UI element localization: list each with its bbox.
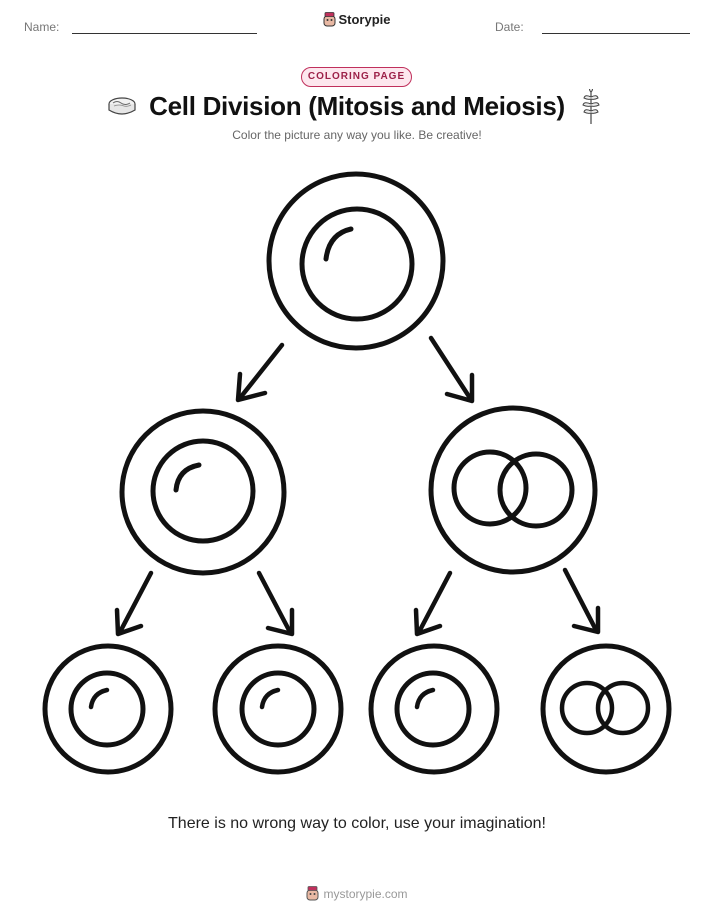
storypie-mascot-icon xyxy=(306,886,319,901)
brand-name: Storypie xyxy=(338,12,391,27)
arrow-2a xyxy=(114,570,154,637)
cell-division-tree-icon xyxy=(42,171,672,775)
cell-sample-icon xyxy=(108,97,136,115)
subtitle: Color the picture any way you like. Be c… xyxy=(232,128,482,142)
footer-message: There is no wrong way to color, use your… xyxy=(168,815,546,832)
granddaughter-cell-3 xyxy=(368,643,500,775)
footer-site-link[interactable]: mystorypie.com xyxy=(323,887,408,901)
plant-sprig-icon xyxy=(582,89,600,124)
parent-cell xyxy=(266,171,446,351)
page-title: Cell Division (Mitosis and Meiosis) xyxy=(149,91,565,121)
granddaughter-cell-1 xyxy=(42,643,174,775)
arrow-2d xyxy=(562,567,601,635)
brand-header: Storypie xyxy=(0,12,714,27)
footer-brand[interactable]: mystorypie.com xyxy=(0,886,714,901)
arrow-right-1 xyxy=(428,335,475,404)
date-label: Date: xyxy=(495,20,524,34)
granddaughter-cell-2 xyxy=(212,643,344,775)
date-field-line[interactable] xyxy=(542,33,690,34)
coloring-page-badge: COLORING PAGE xyxy=(301,67,412,87)
arrow-2b xyxy=(256,570,295,637)
arrow-left-1 xyxy=(235,342,285,403)
name-label: Name: xyxy=(24,20,60,34)
name-field-line[interactable] xyxy=(72,33,257,34)
arrow-2c xyxy=(413,570,453,637)
granddaughter-cell-4 xyxy=(540,643,672,775)
storypie-mascot-icon xyxy=(323,12,336,27)
daughter-cell-right xyxy=(428,405,598,575)
daughter-cell-left xyxy=(119,408,287,576)
